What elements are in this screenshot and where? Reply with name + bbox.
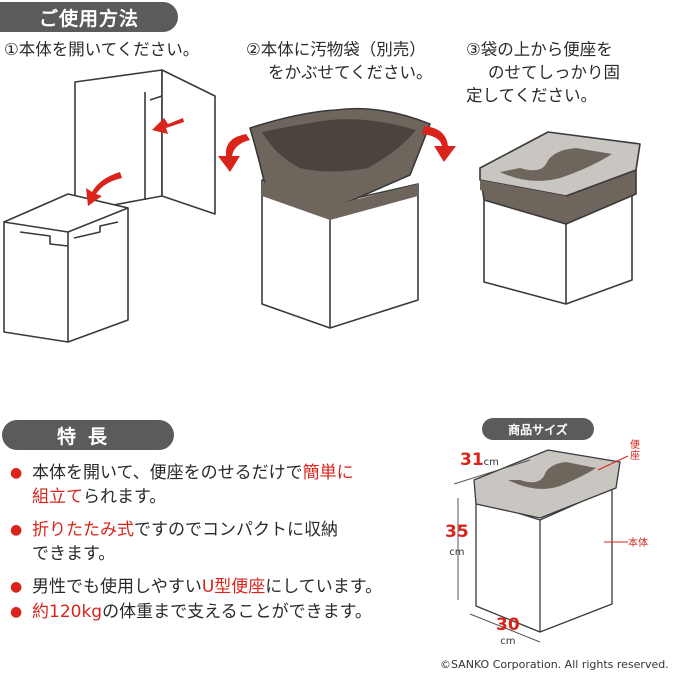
feature-item-1: ● 本体を開いて、便座をのせるだけで簡単に 組立てられます。 (10, 461, 354, 509)
step-3-illustration (479, 131, 641, 305)
bullet-icon: ● (10, 522, 23, 538)
depth-value: 30 (496, 615, 520, 635)
features-section-title: 特長 (2, 420, 174, 450)
step-2-number: ② (246, 40, 261, 59)
feature-1-highlight: 簡単に (302, 463, 354, 483)
feature-item-4: ● 約120kgの体重まで支えることができます。 (10, 600, 372, 624)
feature-3-text-end: にしています。 (265, 577, 383, 597)
step-3-line1: 袋の上から便座を (480, 40, 613, 59)
arrow-icon-2 (218, 126, 456, 172)
step-3-line2: のせてしっかり固 (488, 63, 620, 82)
width-dimension: 31cm (460, 450, 499, 470)
feature-2-cont: できます。 (32, 544, 116, 564)
feature-1-text: 本体を開いて、便座をのせるだけで (32, 463, 303, 483)
feature-2-text: ですのでコンパクトに収納 (134, 520, 338, 540)
feature-4-text: の体重まで支えることができます。 (102, 602, 372, 622)
width-unit: cm (483, 457, 499, 468)
step-3-text: ③袋の上から便座を のせてしっかり固 定してください。 (466, 38, 620, 107)
step-2-line1: 本体に汚物袋（別売） (260, 40, 426, 59)
usage-section-title: ご使用方法 (0, 2, 178, 32)
size-diagram (453, 449, 629, 643)
feature-1-cont-highlight: 組立て (32, 487, 83, 507)
feature-item-3: ● 男性でも使用しやすいU型便座にしています。 (10, 575, 382, 599)
copyright-notice: ©SANKO Corporation. All rights reserved. (440, 658, 669, 671)
step-1-text: ①本体を開いてください。 (4, 38, 199, 61)
height-unit: cm (449, 547, 465, 558)
size-section-title: 商品サイズ (482, 418, 594, 440)
step-3-line3: 定してください。 (466, 86, 598, 105)
height-dimension: 35 cm (445, 523, 469, 562)
step-1-line1: 本体を開いてください。 (18, 40, 200, 59)
feature-1-cont: られます。 (83, 487, 167, 507)
bullet-icon: ● (10, 604, 23, 620)
arrow-icon-1 (86, 118, 184, 206)
feature-item-2: ● 折りたたみ式ですのでコンパクトに収納 できます。 (10, 518, 338, 566)
width-value: 31 (460, 450, 484, 470)
step-2-text: ②本体に汚物袋（別売） をかぶせてください。 (246, 38, 433, 84)
bullet-icon: ● (10, 465, 23, 481)
seat-part-label: 便座 (630, 440, 640, 462)
depth-unit: cm (500, 636, 516, 647)
feature-3-text: 男性でも使用しやすい (32, 577, 202, 597)
step-3-number: ③ (466, 40, 481, 59)
step-1-illustration (3, 69, 216, 343)
step-2-line2: をかぶせてください。 (268, 63, 433, 82)
bullet-icon: ● (10, 579, 23, 595)
feature-4-highlight: 約120kg (32, 602, 103, 622)
feature-2-highlight: 折りたたみ式 (32, 520, 134, 540)
step-1-number: ① (4, 40, 19, 59)
height-value: 35 (445, 522, 469, 542)
step-2-illustration (218, 107, 456, 329)
feature-3-highlight: U型便座 (201, 577, 266, 597)
body-part-label: 本体 (628, 538, 648, 549)
